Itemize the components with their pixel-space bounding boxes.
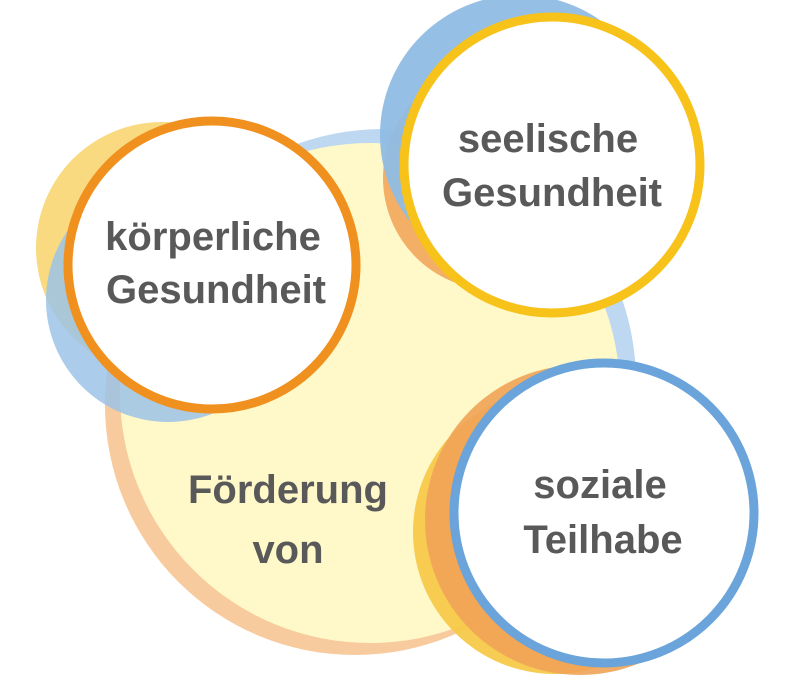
bubble-label: Gesundheit <box>106 268 326 312</box>
center-label-line: von <box>252 528 323 572</box>
bubble-label: Gesundheit <box>442 171 662 215</box>
bubble-ring <box>449 358 759 668</box>
bubble-label: seelische <box>458 117 638 161</box>
center-label: Förderung von <box>188 468 388 572</box>
bubble-label: körperliche <box>105 215 321 259</box>
bubble-koerperliche-gesundheit: körperliche Gesundheit <box>36 116 361 422</box>
bubble-soziale-teilhabe: soziale Teilhabe <box>413 358 759 675</box>
bubble-label: Teilhabe <box>523 518 682 562</box>
bubble-label: soziale <box>533 463 666 507</box>
bubble-ring <box>399 12 705 318</box>
bubble-seelische-gesundheit: seelische Gesundheit <box>380 0 705 318</box>
bubble-ring <box>63 116 361 414</box>
center-label-line: Förderung <box>188 468 388 512</box>
